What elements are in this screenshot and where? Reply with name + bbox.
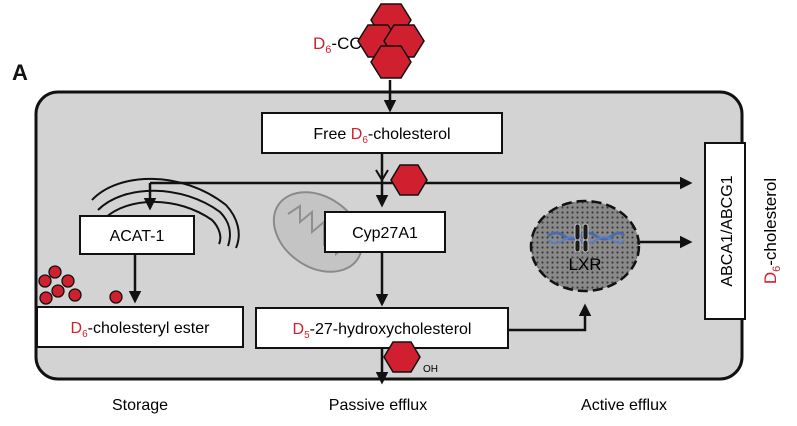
- svg-text:ABCA1/ABCG1: ABCA1/ABCG1: [719, 175, 736, 286]
- branch-chevron: [375, 169, 389, 182]
- hydroxycholesterol-box: D5-27-hydroxycholesterol: [255, 307, 509, 349]
- svg-text:ACAT-1: ACAT-1: [110, 228, 165, 245]
- caption-passive-efflux: Passive efflux: [329, 397, 427, 414]
- hexagon-cluster-icon: [357, 3, 425, 79]
- lipid-droplets-icon: [38, 265, 123, 305]
- panel-label: A: [12, 60, 28, 85]
- nucleus-icon: LXR: [529, 199, 641, 293]
- arrow-to-lxr: [508, 303, 592, 332]
- svg-text:D5-27-hydroxycholesterol: D5-27-hydroxycholesterol: [293, 321, 472, 341]
- cholesterol-hexagon-icon: [390, 164, 428, 196]
- svg-text:Cyp27A1: Cyp27A1: [352, 225, 418, 242]
- cyp27a1-box: Cyp27A1: [324, 211, 446, 253]
- efflux-product-label: D6-cholesterol: [761, 178, 783, 284]
- cholesteryl-ester-box: D6-cholesteryl ester: [36, 306, 244, 348]
- oxysterol-hexagon-icon: [383, 341, 421, 373]
- svg-text:D6-cholesteryl ester: D6-cholesteryl ester: [71, 320, 211, 340]
- svg-text:Free D6-cholesterol: Free D6-cholesterol: [313, 126, 450, 146]
- oh-label: OH: [423, 364, 438, 375]
- free-cholesterol-box: Free D6-cholesterol: [261, 112, 503, 154]
- lxr-label: LXR: [568, 255, 601, 274]
- chromosome-icon: [574, 223, 589, 253]
- golgi-icon: [91, 177, 240, 249]
- abca1-abcg1-box: ABCA1/ABCG1: [704, 142, 746, 320]
- acat1-box: ACAT-1: [79, 215, 195, 255]
- caption-storage: Storage: [112, 397, 168, 414]
- caption-active-efflux: Active efflux: [581, 397, 667, 414]
- input-label: D6-CC: [313, 34, 362, 56]
